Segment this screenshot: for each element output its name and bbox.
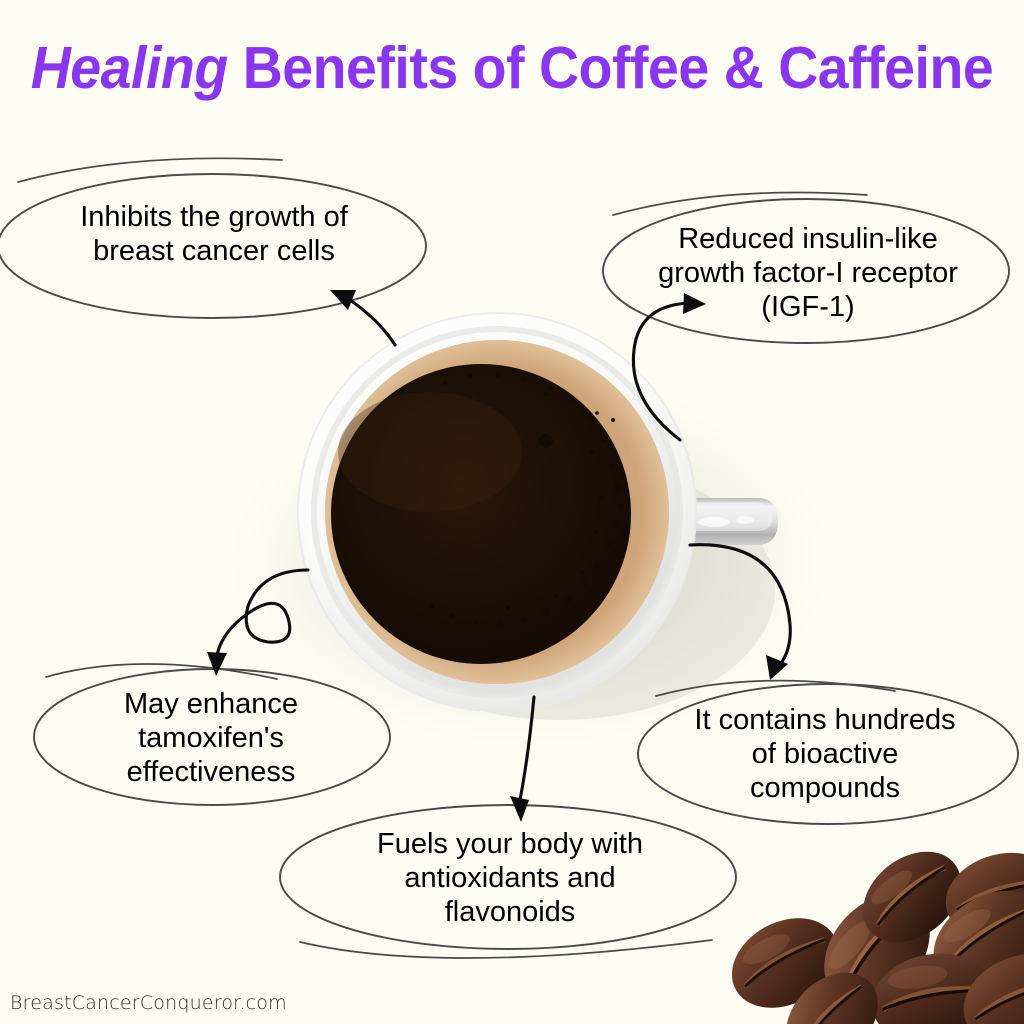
site-credit: BreastCancerConqueror.com bbox=[10, 992, 287, 1014]
arrow-to-antioxidants bbox=[510, 695, 536, 822]
coffee-highlight bbox=[338, 392, 522, 512]
arrow-to-inhibits-growth bbox=[330, 290, 397, 347]
arrow-to-tamoxifen bbox=[207, 568, 310, 676]
callout-ellipse-antioxidants[interactable] bbox=[279, 804, 737, 959]
callout-ellipse-bioactive[interactable] bbox=[637, 679, 1019, 825]
arrow-to-reduced-igf1 bbox=[631, 293, 706, 442]
callout-ellipse-inhibits-growth[interactable] bbox=[0, 157, 427, 319]
coffee-beans bbox=[731, 851, 1024, 1024]
arrow-to-bioactive bbox=[688, 543, 792, 680]
page-title: Healing Benefits of Coffee & Caffeine bbox=[30, 35, 994, 101]
callout-ellipse-reduced-igf1[interactable] bbox=[602, 191, 1010, 344]
coffee-surface bbox=[331, 364, 631, 664]
crema-bubbles bbox=[429, 372, 625, 628]
title-italic-word: Healing bbox=[30, 35, 229, 101]
cup-rim-edge bbox=[311, 326, 683, 698]
cup-outer-edge bbox=[297, 312, 697, 712]
crema-large-bubble bbox=[539, 434, 553, 448]
title-rest: Benefits of Coffee & Caffeine bbox=[227, 35, 994, 101]
callout-ellipse-tamoxifen[interactable] bbox=[33, 663, 391, 806]
